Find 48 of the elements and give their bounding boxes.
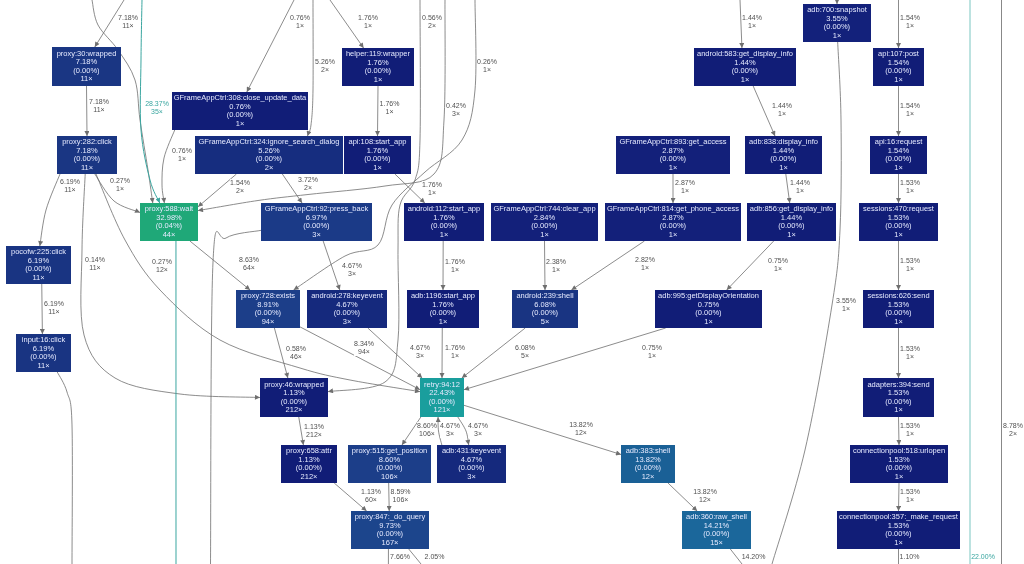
function-box [236,290,300,328]
function-box [342,48,414,86]
call-line [729,548,743,564]
function-box [172,92,308,130]
function-box [863,378,934,417]
call-arrow [834,0,840,5]
function-box [850,445,948,483]
function-box [52,47,121,86]
function-box [437,445,506,483]
function-box [803,4,871,42]
function-box [655,290,762,328]
function-box [747,203,836,241]
call-line [408,548,422,564]
function-box [307,290,387,328]
function-box [616,136,730,174]
function-box [16,334,71,372]
function-box [694,48,796,86]
function-box [682,511,751,549]
call-line [56,371,73,564]
function-box [281,445,337,483]
function-box [57,136,117,174]
function-box [407,290,479,328]
function-box [404,203,484,241]
function-box [870,136,927,174]
function-box [344,136,411,174]
call-line [771,41,842,564]
function-box [6,246,71,284]
call-arrow [139,0,161,204]
function-box [420,378,464,417]
function-box [605,203,741,241]
call-line [210,229,262,564]
function-box [260,378,328,417]
call-line [388,548,389,564]
function-box [863,290,934,328]
function-box [621,445,675,483]
function-box [837,511,960,549]
function-box [745,136,822,174]
function-box [348,445,431,483]
function-box [351,511,429,549]
function-box [261,203,372,241]
function-box [491,203,598,241]
function-box [512,290,578,328]
call-line [898,548,899,564]
function-box [873,48,924,86]
function-box [859,203,938,241]
call-line [175,240,177,564]
function-box [195,136,343,174]
function-box [140,203,198,241]
